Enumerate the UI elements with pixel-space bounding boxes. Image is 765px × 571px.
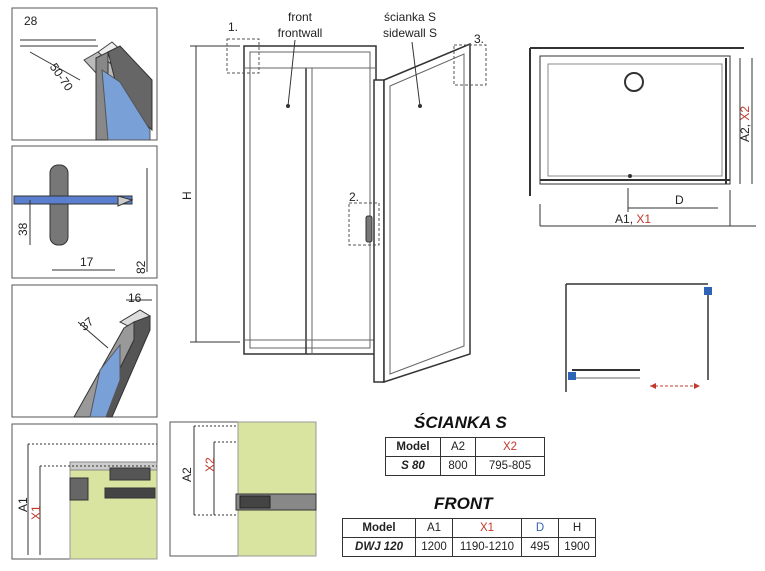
table-s-r1: 800 bbox=[440, 456, 476, 476]
d2-dim-b: 17 bbox=[80, 255, 94, 269]
d1-dim-a: 28 bbox=[24, 14, 38, 28]
table-front-r0: DWJ 120 bbox=[342, 537, 416, 557]
plan-a2-x2: A2, X2 bbox=[738, 106, 752, 142]
d4-dim-b: X1 bbox=[29, 505, 43, 520]
callout-3: 3. bbox=[474, 32, 485, 46]
detail-panel-2 bbox=[11, 145, 158, 279]
plan-sep-2: , bbox=[629, 212, 637, 226]
plan-d: D bbox=[675, 193, 684, 207]
table-front-h2: X1 bbox=[452, 518, 522, 538]
callout-1: 1. bbox=[228, 20, 239, 34]
detail-4-profile bbox=[27, 443, 158, 560]
table-front-h4: H bbox=[558, 518, 596, 538]
table-s-h0: Model bbox=[385, 437, 441, 457]
table-front-r4: 1900 bbox=[558, 537, 596, 557]
plan-x1: X1 bbox=[636, 212, 652, 226]
table-front-r1: 1200 bbox=[415, 537, 453, 557]
d2-dim-c: 82 bbox=[134, 260, 148, 274]
plan-a2: A2 bbox=[738, 127, 752, 142]
height-label: H bbox=[180, 191, 194, 200]
table-s-r0: S 80 bbox=[385, 456, 441, 476]
plan-view bbox=[529, 47, 756, 227]
d5-dim-a: A2 bbox=[180, 467, 194, 482]
table-s: Model A2 X2 S 80 800 795-805 bbox=[385, 437, 545, 476]
d3-dim-a: 16 bbox=[128, 291, 142, 305]
main-elevation bbox=[190, 38, 487, 384]
detail-5-profile bbox=[193, 421, 317, 557]
callout-2: 2. bbox=[349, 190, 360, 204]
d4-dim-a: A1 bbox=[16, 497, 30, 512]
detail-2-handle bbox=[13, 164, 148, 272]
detail-1-profile bbox=[20, 39, 153, 141]
d2-dim-a: 38 bbox=[16, 222, 30, 236]
table-front-r3: 495 bbox=[521, 537, 559, 557]
table-front: Model A1 X1 D H DWJ 120 1200 1190-1210 4… bbox=[342, 518, 596, 557]
table-s-r2: 795-805 bbox=[475, 456, 545, 476]
plan-a1: A1 bbox=[615, 212, 630, 226]
d5-dim-b: X2 bbox=[203, 457, 217, 472]
table-front-title: FRONT bbox=[434, 494, 493, 513]
plan-a1-x1: A1, X1 bbox=[615, 212, 651, 226]
plan-sep-1: , bbox=[738, 120, 752, 128]
detail-3-profile bbox=[73, 299, 152, 418]
table-s-h1: A2 bbox=[440, 437, 476, 457]
table-front-h1: A1 bbox=[415, 518, 453, 538]
front-label-en: frontwall bbox=[277, 26, 323, 40]
front-label-pl: front bbox=[287, 10, 312, 24]
table-front-r2: 1190-1210 bbox=[452, 537, 522, 557]
side-label-pl: ścianka S bbox=[383, 10, 437, 24]
table-s-h2: X2 bbox=[475, 437, 545, 457]
table-front-h3: D bbox=[521, 518, 559, 538]
table-front-h0: Model bbox=[342, 518, 416, 538]
side-label-en: sidewall S bbox=[382, 26, 438, 40]
plan-x2: X2 bbox=[738, 105, 752, 121]
table-s-title: ŚCIANKA S bbox=[414, 413, 507, 432]
sliding-diagram bbox=[565, 283, 712, 392]
